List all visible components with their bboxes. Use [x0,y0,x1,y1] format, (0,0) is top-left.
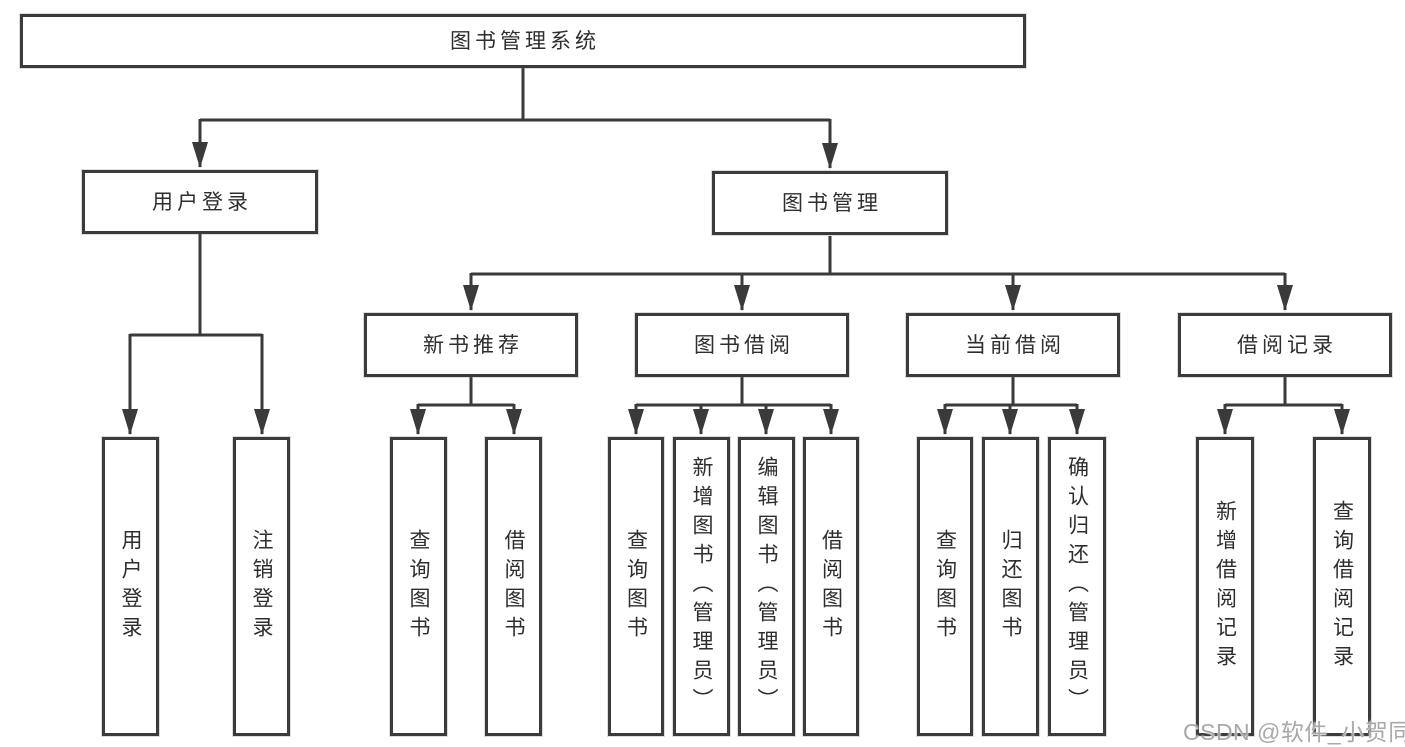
leaf-records-query-record: 查询借阅记录 [1313,437,1371,736]
leaf-borrow-query-books: 查询图书 [608,437,664,736]
leaf-records-add-record: 新增借阅记录 [1196,437,1254,736]
node-book-borrowing-label: 图书借阅 [694,333,794,357]
leaf-current-confirm-return-admin-label: 确认归还（管理员） [1065,456,1089,717]
node-root-label: 图书管理系统 [450,29,600,53]
leaf-current-return-books-label: 归还图书 [999,528,1022,645]
leaf-borrow-edit-books-admin: 编辑图书（管理员） [738,437,795,736]
leaf-logout-login-label: 注销登录 [250,528,273,645]
leaf-current-query-books: 查询图书 [917,437,973,736]
leaf-borrow-add-books-admin: 新增图书（管理员） [673,437,730,736]
leaf-records-add-record-label: 新增借阅记录 [1213,499,1237,674]
node-current-borrowing-label: 当前借阅 [965,333,1065,357]
leaf-newbooks-borrow-books: 借阅图书 [485,437,542,736]
csdn-watermark: CSDN @软件_小贺同学 [1183,719,1405,745]
node-new-book-recommend-label: 新书推荐 [423,333,523,357]
leaf-user-login: 用户登录 [102,437,159,736]
node-borrowing-records-label: 借阅记录 [1237,333,1337,357]
leaf-logout-login: 注销登录 [233,437,290,736]
leaf-user-login-label: 用户登录 [119,528,142,645]
leaf-newbooks-query-books: 查询图书 [390,437,447,736]
leaf-current-query-books-label: 查询图书 [933,528,957,645]
node-book-borrowing: 图书借阅 [635,313,849,377]
leaf-newbooks-query-books-label: 查询图书 [407,528,430,645]
node-user-login: 用户登录 [82,170,318,234]
node-root: 图书管理系统 [20,14,1026,68]
leaf-current-return-books: 归还图书 [982,437,1039,736]
leaf-current-confirm-return-admin: 确认归还（管理员） [1048,437,1106,736]
leaf-borrow-borrow-books: 借阅图书 [803,437,859,736]
leaf-records-query-record-label: 查询借阅记录 [1330,499,1354,674]
leaf-borrow-add-books-admin-label: 新增图书（管理员） [690,456,713,717]
leaf-borrow-borrow-books-label: 借阅图书 [819,528,843,645]
leaf-borrow-edit-books-admin-label: 编辑图书（管理员） [755,456,778,717]
leaf-borrow-query-books-label: 查询图书 [624,528,648,645]
node-book-management-label: 图书管理 [782,191,882,215]
leaf-newbooks-borrow-books-label: 借阅图书 [502,528,525,645]
node-borrowing-records: 借阅记录 [1178,313,1392,377]
node-book-management: 图书管理 [712,171,948,235]
node-new-book-recommend: 新书推荐 [364,313,578,377]
node-user-login-label: 用户登录 [152,190,252,214]
node-current-borrowing: 当前借阅 [906,313,1120,377]
